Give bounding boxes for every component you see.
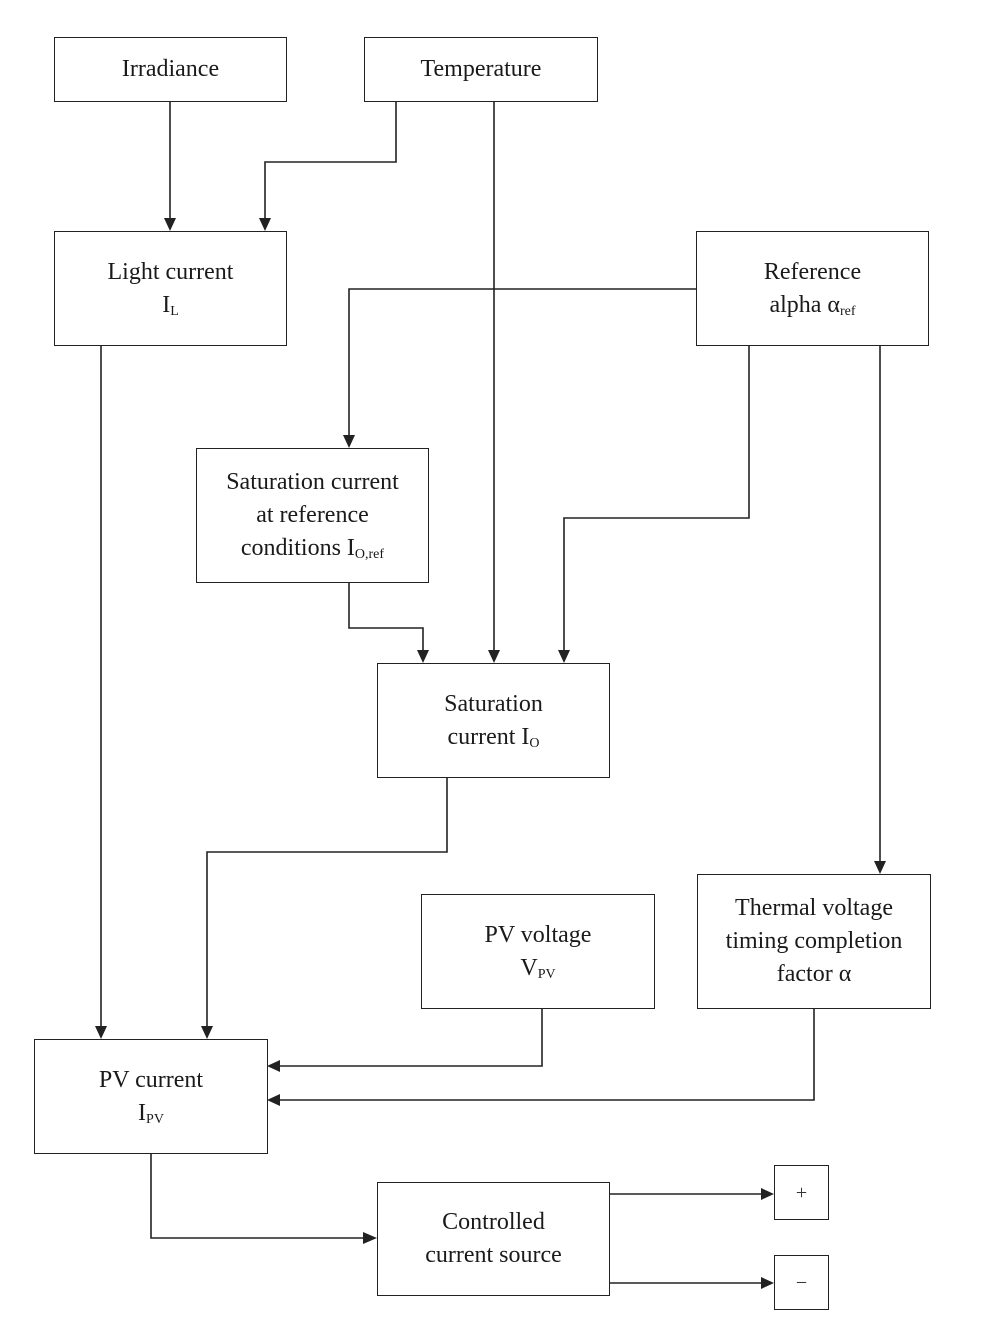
edge-temperature-to-light-current bbox=[264, 101, 397, 219]
pv-voltage-symbol: V bbox=[520, 954, 538, 981]
sat-current-subscript: O bbox=[529, 735, 540, 751]
light-current-box: Light current IL bbox=[54, 231, 287, 346]
arrowhead bbox=[761, 1188, 774, 1200]
edge-thermal-voltage-to-pv-current bbox=[279, 1008, 815, 1101]
thermal-voltage-label-2: timing completion bbox=[725, 928, 903, 954]
thermal-voltage-box: Thermal voltage timing completion factor… bbox=[697, 874, 931, 1009]
arrowhead bbox=[267, 1060, 280, 1072]
arrowhead bbox=[874, 861, 886, 874]
plus-terminal: + bbox=[774, 1165, 829, 1220]
edge-sat-ref-to-sat-current bbox=[348, 582, 424, 651]
arrowhead bbox=[201, 1026, 213, 1039]
arrowhead bbox=[164, 218, 176, 231]
pv-current-box: PV current IPV bbox=[34, 1039, 268, 1154]
thermal-voltage-label-3: factor α bbox=[776, 961, 852, 987]
sat-ref-box: Saturation current at reference conditio… bbox=[196, 448, 429, 583]
light-current-symbol: I bbox=[162, 291, 171, 318]
pv-voltage-box: PV voltage VPV bbox=[421, 894, 655, 1009]
arrowhead bbox=[95, 1026, 107, 1039]
arrowhead bbox=[259, 218, 271, 231]
sat-ref-subscript: O,ref bbox=[354, 547, 385, 562]
light-current-label: Light current bbox=[107, 258, 234, 285]
pv-voltage-label: PV voltage bbox=[484, 921, 592, 948]
temperature-box: Temperature bbox=[364, 37, 598, 102]
sat-current-label-2: current I bbox=[447, 723, 530, 750]
controlled-source-label-2: current source bbox=[425, 1242, 562, 1268]
pv-voltage-subscript: PV bbox=[537, 966, 556, 982]
reference-alpha-label: Reference bbox=[763, 258, 862, 285]
sat-ref-label-2: at reference bbox=[256, 502, 369, 528]
arrowhead bbox=[417, 650, 429, 663]
sat-current-box: Saturation current IO bbox=[377, 663, 610, 778]
minus-terminal-label: − bbox=[795, 1271, 808, 1294]
reference-alpha-box: Reference alpha αref bbox=[696, 231, 929, 346]
edge-pv-voltage-to-pv-current bbox=[279, 1008, 543, 1067]
pv-current-subscript: PV bbox=[146, 1111, 164, 1127]
plus-terminal-label: + bbox=[795, 1181, 808, 1204]
reference-alpha-subscript: ref bbox=[839, 303, 856, 319]
edge-sat-current-to-pv-current bbox=[206, 777, 448, 1027]
controlled-source-box: Controlled current source bbox=[377, 1182, 610, 1296]
light-current-subscript: L bbox=[170, 303, 179, 319]
arrowhead bbox=[558, 650, 570, 663]
controlled-source-label-1: Controlled bbox=[442, 1209, 545, 1235]
minus-terminal: − bbox=[774, 1255, 829, 1310]
arrowhead bbox=[267, 1094, 280, 1106]
arrowhead bbox=[488, 650, 500, 663]
sat-ref-label-1: Saturation current bbox=[226, 469, 399, 495]
reference-alpha-symbol: alpha α bbox=[769, 291, 840, 318]
pv-current-label: PV current bbox=[98, 1066, 204, 1093]
pv-current-symbol: I bbox=[138, 1099, 147, 1126]
temperature-label: Temperature bbox=[420, 56, 542, 82]
edge-ref-alpha-to-sat-ref bbox=[348, 288, 696, 436]
arrowhead bbox=[343, 435, 355, 448]
irradiance-box: Irradiance bbox=[54, 37, 287, 102]
edge-pv-current-to-controlled-source bbox=[150, 1153, 364, 1239]
sat-current-label-1: Saturation bbox=[444, 690, 543, 717]
irradiance-label: Irradiance bbox=[121, 56, 220, 82]
sat-ref-label-3: conditions I bbox=[240, 535, 355, 561]
arrowhead bbox=[761, 1277, 774, 1289]
edge-ref-alpha-to-sat-current bbox=[563, 345, 750, 651]
arrowhead bbox=[363, 1232, 377, 1244]
thermal-voltage-label-1: Thermal voltage bbox=[735, 895, 893, 921]
